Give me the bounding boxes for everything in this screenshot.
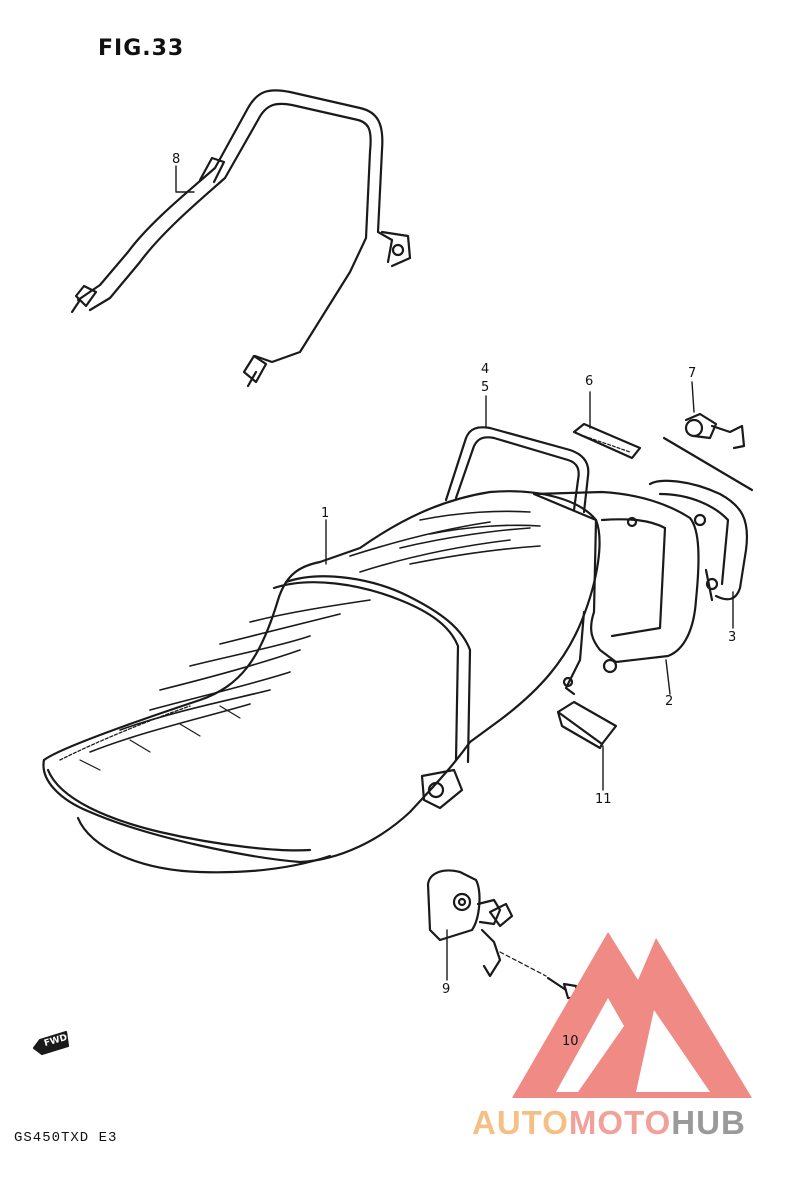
callout-11: 11 (595, 792, 612, 807)
grab-rail-drawing (70, 89, 412, 388)
watermark-text: AUTOMOTOHUB (472, 1104, 746, 1142)
bolt-drawing (499, 951, 580, 1000)
callout-3: 3 (728, 630, 737, 645)
callout-6: 6 (585, 374, 594, 389)
model-code: GS450TXD E3 (14, 1130, 118, 1146)
watermark-part-3: HUB (671, 1104, 746, 1141)
callout-10: 10 (562, 1034, 579, 1049)
seat-drawing (42, 490, 601, 874)
watermark-logo-icon (512, 932, 752, 1098)
rear-handle-drawing (444, 426, 590, 514)
figure-title: FIG.33 (98, 36, 185, 61)
seat-lock-drawing (426, 869, 514, 978)
callout-9: 9 (442, 982, 451, 997)
callout-8: 8 (172, 152, 181, 167)
tail-lock-drawing (662, 412, 754, 492)
callout-2: 2 (665, 694, 674, 709)
emblem-drawing (572, 422, 642, 460)
forward-arrow-icon (32, 1030, 70, 1056)
callout-7: 7 (688, 366, 697, 381)
callout-1: 1 (321, 506, 330, 521)
tail-box-drawing (532, 490, 700, 674)
watermark-part-2: MOTO (568, 1104, 672, 1141)
callout-4: 4 (481, 362, 490, 377)
watermark-part-1: AUTO (472, 1104, 569, 1141)
cushion-drawing (556, 700, 618, 750)
callout-5: 5 (481, 380, 490, 395)
